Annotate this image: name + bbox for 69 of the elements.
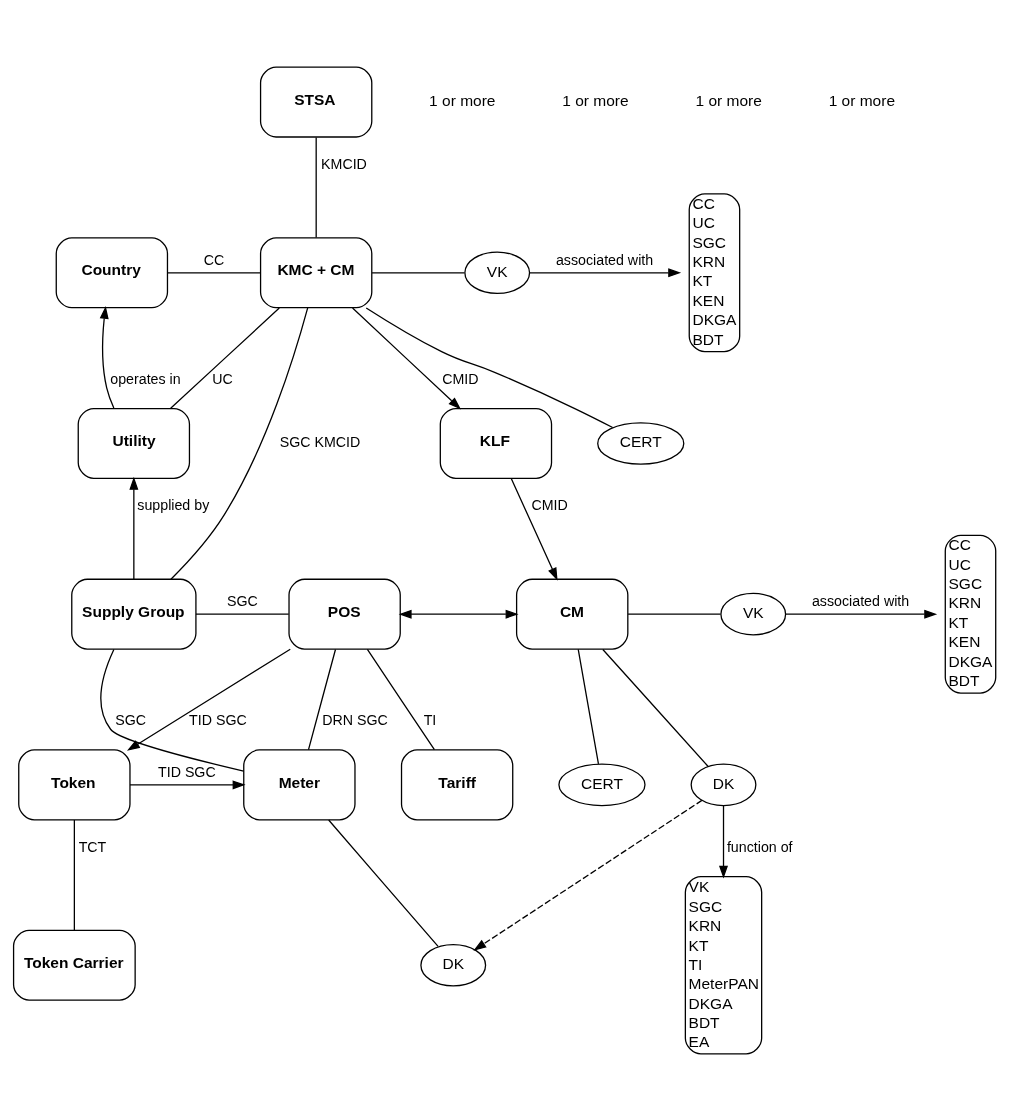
edge-label: supplied by bbox=[137, 496, 210, 513]
node-box: CM bbox=[515, 578, 629, 650]
edge-label: TCT bbox=[78, 838, 107, 855]
node-ellipse: VK bbox=[720, 592, 787, 635]
edge-label: CC bbox=[203, 251, 225, 268]
edge-label: CMID bbox=[531, 496, 568, 513]
arrow bbox=[785, 609, 938, 619]
edge-label: CMID bbox=[442, 370, 479, 387]
edge-label: UC bbox=[212, 370, 233, 387]
connector bbox=[170, 306, 280, 409]
node-box: KLF bbox=[439, 407, 553, 479]
edge-label: associated with bbox=[811, 592, 910, 609]
node-ellipse: CERT bbox=[597, 421, 685, 465]
node-box: Meter bbox=[243, 748, 356, 820]
arrow bbox=[510, 477, 558, 581]
edge-label: TI bbox=[423, 711, 437, 728]
arrow bbox=[719, 804, 729, 879]
label: 1 or more bbox=[429, 91, 496, 109]
connector bbox=[627, 613, 722, 615]
connector bbox=[315, 136, 317, 238]
node-box: Country bbox=[55, 236, 169, 308]
label: 1 or more bbox=[695, 91, 762, 109]
node-box: VK SGC KRN KT TI MeterPAN DKGA BDT EA bbox=[684, 875, 763, 1054]
connector bbox=[371, 271, 466, 273]
connector bbox=[328, 818, 439, 947]
edge-label: SGC KMCID bbox=[279, 433, 361, 450]
node-box: POS bbox=[288, 578, 401, 650]
edge-label: function of bbox=[726, 838, 793, 855]
arrow bbox=[529, 267, 682, 277]
connector bbox=[366, 648, 436, 750]
arrow bbox=[127, 648, 291, 751]
edge-label: TID SGC bbox=[189, 711, 247, 728]
connector bbox=[195, 613, 290, 615]
edge-label: operates in bbox=[110, 370, 181, 387]
edge-label: TID SGC bbox=[158, 763, 216, 780]
edge-label: KMCID bbox=[321, 155, 367, 172]
arrow bbox=[351, 306, 462, 410]
arrow bbox=[129, 779, 246, 789]
node-box: CC UC SGC KRN KT KEN DKGA BDT bbox=[688, 192, 741, 352]
edge-label: associated with bbox=[555, 251, 654, 268]
node-ellipse: VK bbox=[464, 250, 531, 294]
label: 1 or more bbox=[562, 91, 629, 109]
node-box: CC UC SGC KRN KT KEN DKGA BDT bbox=[944, 534, 997, 694]
arrow bbox=[473, 799, 703, 951]
label: 1 or more bbox=[828, 91, 896, 109]
connector bbox=[100, 648, 245, 772]
connector bbox=[577, 648, 600, 764]
node-box: Utility bbox=[77, 407, 191, 479]
node-box: KMC + CM bbox=[259, 236, 373, 308]
connector bbox=[73, 818, 75, 931]
connector bbox=[307, 648, 337, 750]
edge-label: DRN SGC bbox=[322, 711, 388, 728]
edge-label: SGC bbox=[115, 711, 147, 728]
node-box: Tariff bbox=[400, 748, 514, 820]
arrow bbox=[398, 609, 519, 619]
node-box: Supply Group bbox=[71, 578, 197, 650]
connector bbox=[602, 648, 709, 767]
arrow bbox=[129, 476, 139, 580]
connector bbox=[167, 271, 262, 273]
node-ellipse: DK bbox=[420, 943, 487, 987]
edge-label: SGC bbox=[227, 592, 258, 609]
node-box: STSA bbox=[259, 66, 373, 138]
node-box: Token Carrier bbox=[12, 929, 136, 1001]
arrow bbox=[99, 305, 115, 409]
connector bbox=[170, 306, 309, 580]
node-ellipse: CERT bbox=[558, 763, 646, 806]
connector bbox=[365, 306, 614, 428]
node-box: Token bbox=[18, 748, 131, 820]
node-ellipse: DK bbox=[690, 763, 757, 806]
